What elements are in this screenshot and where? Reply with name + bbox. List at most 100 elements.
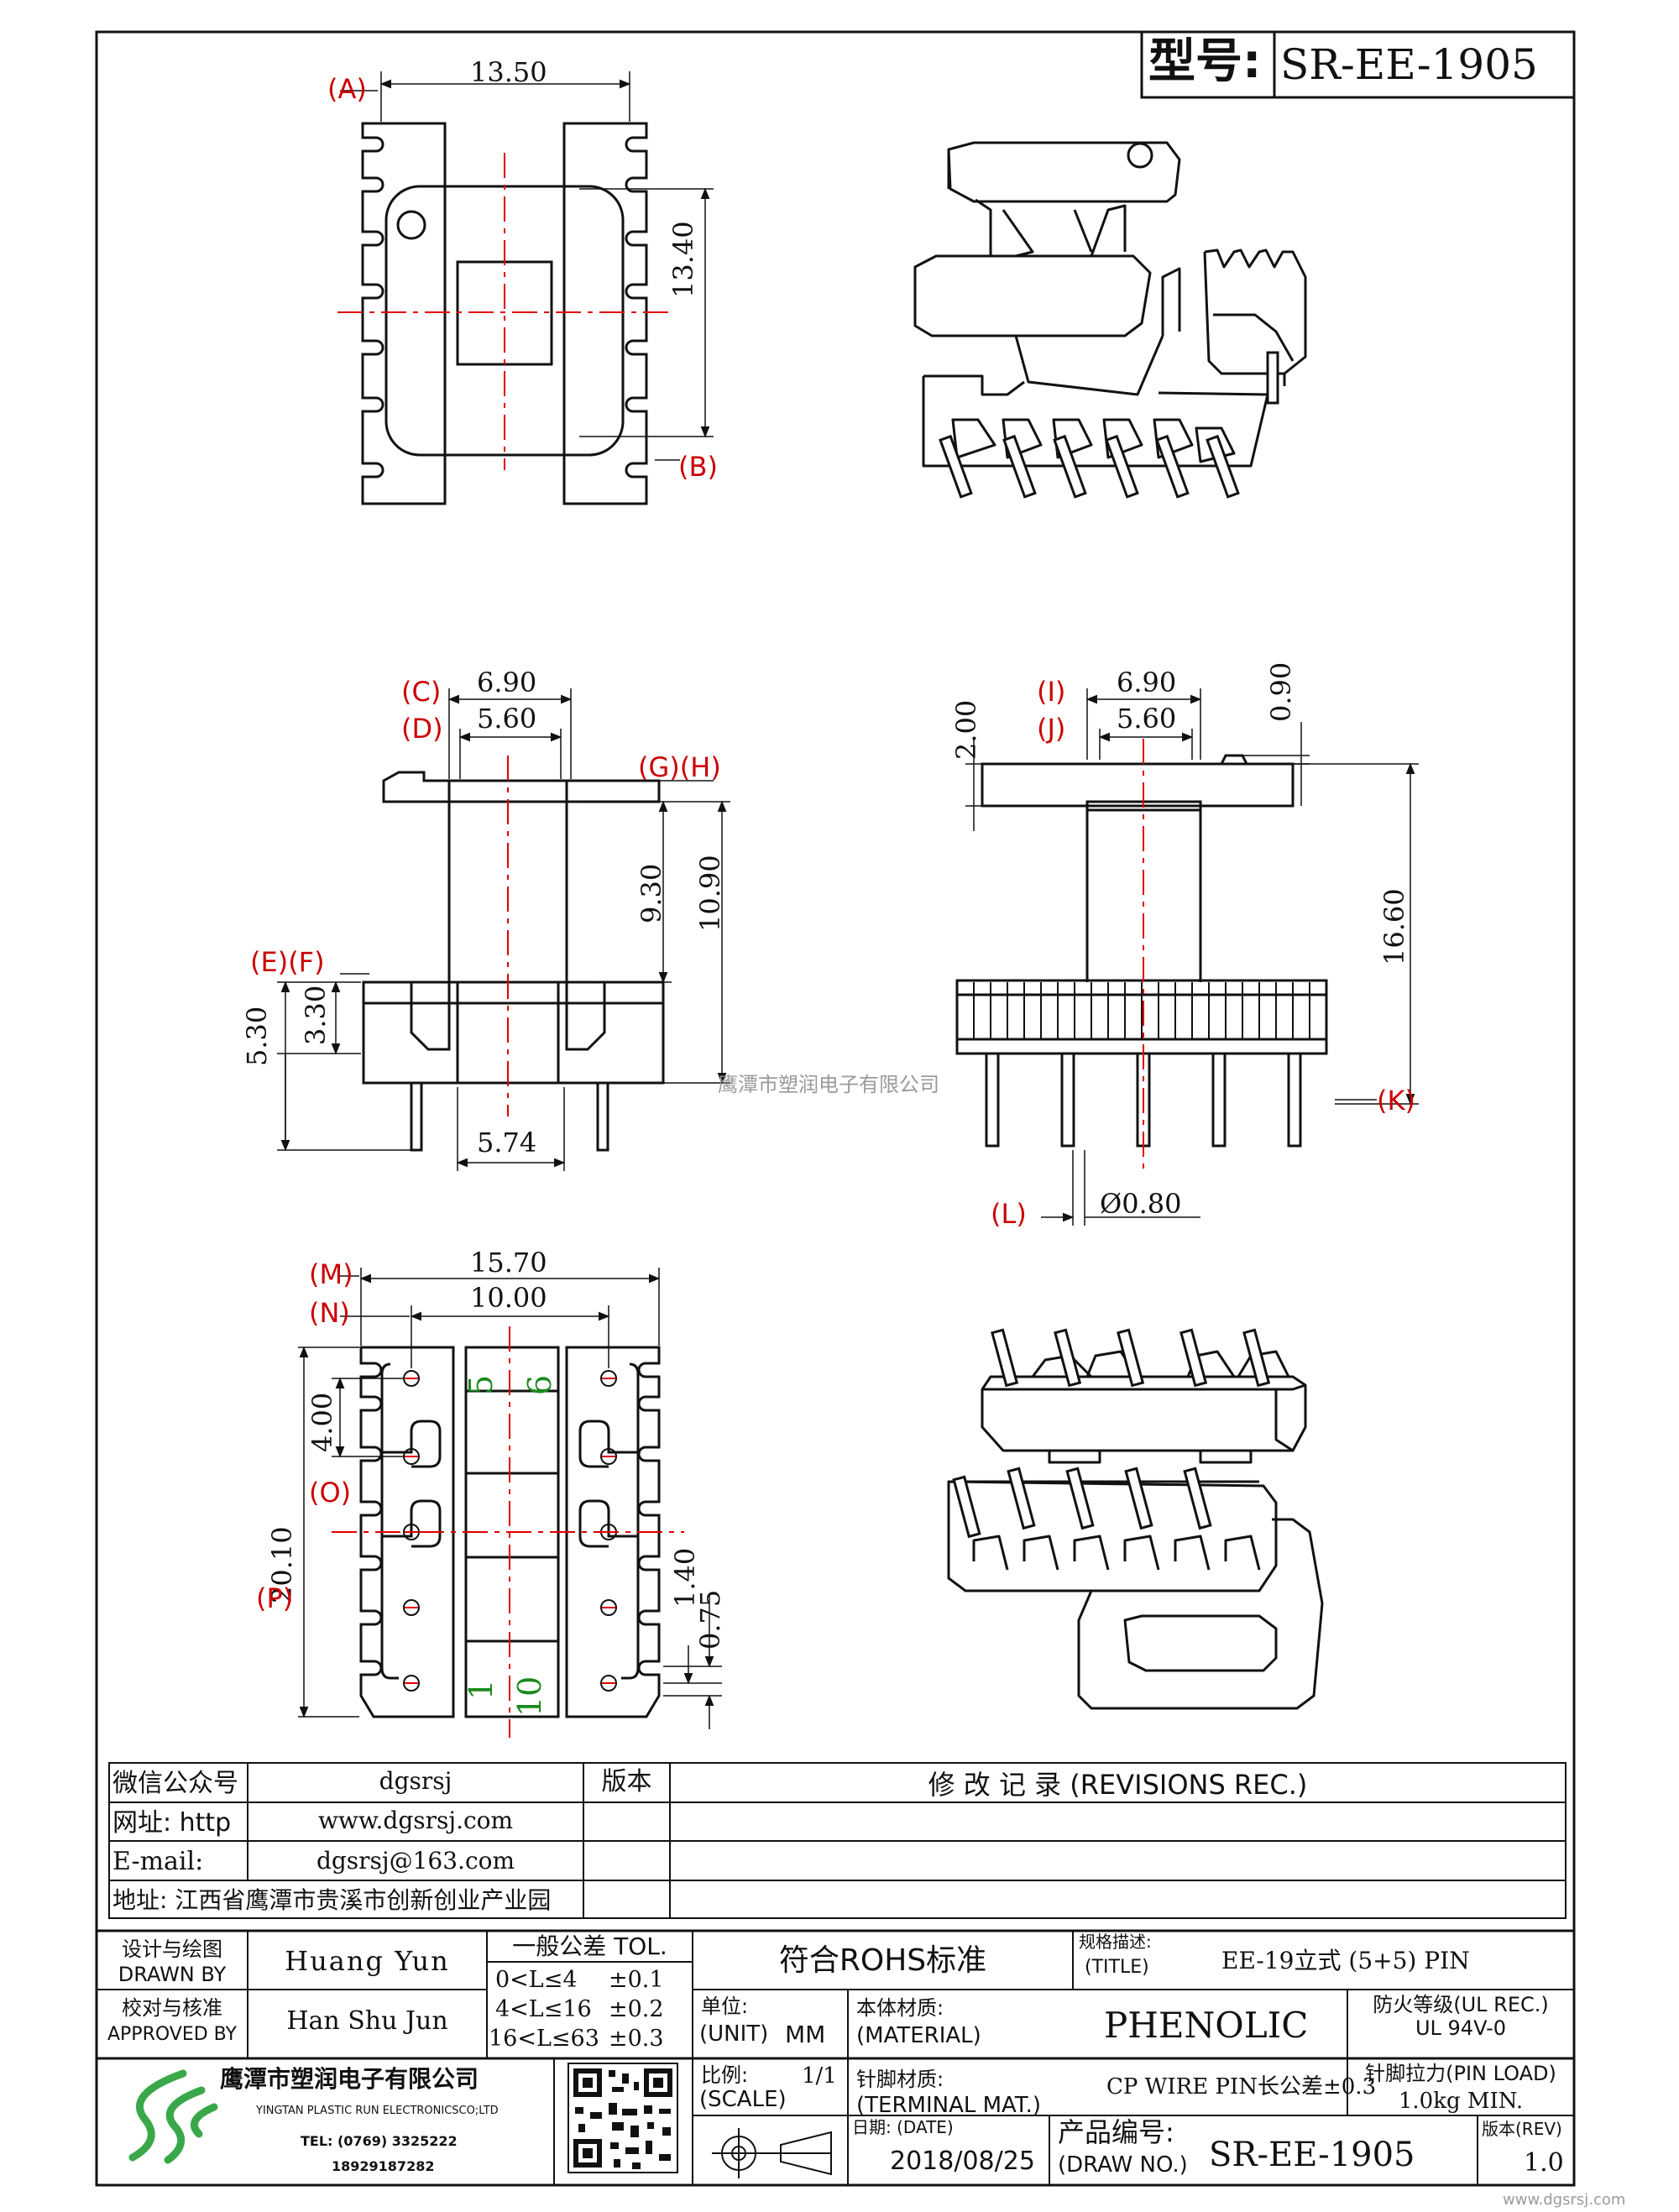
- label-gh: (G)(H): [638, 751, 721, 783]
- qr-code: [568, 2063, 678, 2173]
- material-label-cn: 本体材质:: [856, 1996, 944, 2020]
- approved-name: Han Shu Jun: [286, 2006, 448, 2036]
- email-label: E-mail:: [112, 1847, 204, 1876]
- fire-rating-value: UL 94V-0: [1415, 2016, 1507, 2040]
- pin-load-label: 针脚拉力(PIN LOAD): [1365, 2062, 1556, 2085]
- dim-5-30: 5.30: [241, 1006, 273, 1066]
- dim-13-50: 13.50: [470, 56, 547, 88]
- label-l: (L): [991, 1198, 1027, 1230]
- projection-symbol: [712, 2128, 832, 2178]
- dim-0-90: 0.90: [1265, 662, 1297, 722]
- unit-value: MM: [785, 2021, 826, 2048]
- dim-13-40: 13.40: [667, 221, 699, 298]
- pin-number-6: 6: [521, 1374, 558, 1395]
- label-j: (J): [1037, 713, 1066, 745]
- web-label: 网址: http: [112, 1808, 232, 1838]
- side-view-ribs: [973, 982, 1310, 1039]
- tol-range-2: 4<L≤16: [495, 1996, 592, 2022]
- iso-view-bottom-pins: [952, 1328, 1271, 1539]
- bottom-view-centerlines: [332, 1326, 684, 1738]
- pin-number-1: 1: [463, 1679, 500, 1700]
- unit-label-en: (UNIT): [699, 2021, 769, 2047]
- bottom-view-dims: [298, 1268, 722, 1729]
- drawno-label-en: (DRAW NO.): [1058, 2152, 1188, 2178]
- dim-5-60-front: 5.60: [477, 703, 537, 735]
- date-value: 2018/08/25: [890, 2147, 1035, 2176]
- company-name-en: YINGTAN PLASTIC RUN ELECTRONICSCO;LTD: [256, 2105, 499, 2117]
- scale-label-en: (SCALE): [699, 2087, 787, 2112]
- terminal-label-en: (TERMINAL MAT.): [856, 2093, 1042, 2118]
- title-value: EE-19立式 (5+5) PIN: [1221, 1947, 1470, 1974]
- unit-label-cn: 单位:: [701, 1995, 749, 2018]
- footer-site: www.dgsrsj.com: [1503, 2191, 1626, 2209]
- pin-number-10: 10: [511, 1676, 548, 1717]
- front-view: [362, 771, 665, 1152]
- rev-value: 1.0: [1524, 2148, 1564, 2178]
- tolerance-title: 一般公差 TOL.: [512, 1932, 667, 1960]
- label-p: (P): [256, 1582, 294, 1614]
- title-label-cn: 规格描述:: [1079, 1932, 1152, 1952]
- top-view-dims: [340, 71, 714, 461]
- dim-16-60: 16.60: [1378, 888, 1410, 965]
- dim-0-75: 0.75: [694, 1589, 726, 1650]
- dim-5-60-side: 5.60: [1117, 703, 1177, 735]
- address: 地址: 江西省鹰潭市贵溪市创新创业产业园: [112, 1886, 552, 1914]
- dim-10-00: 10.00: [470, 1282, 547, 1314]
- dim-2-00: 2.00: [950, 699, 982, 760]
- label-b: (B): [678, 451, 718, 483]
- drawno-label-cn: 产品编号:: [1058, 2116, 1174, 2148]
- tol-value-3: ±0.3: [609, 2026, 664, 2052]
- scale-value: 1/1: [802, 2063, 837, 2089]
- label-ef: (E)(F): [250, 946, 325, 978]
- dim-pin-dia: Ø0.80: [1100, 1188, 1182, 1220]
- tol-value-1: ±0.1: [609, 1967, 664, 1993]
- dim-6-90-front: 6.90: [477, 667, 537, 698]
- bottom-view: [359, 1346, 661, 1718]
- title-label-en: (TITLE): [1085, 1957, 1149, 1978]
- front-view-dims: [277, 688, 730, 1171]
- dim-5-74: 5.74: [477, 1127, 537, 1158]
- top-view-centerlines: [337, 153, 672, 470]
- version-label: 版本: [601, 1767, 652, 1796]
- title-block-grid: [95, 1929, 1576, 2187]
- date-label: 日期: (DATE): [852, 2117, 954, 2137]
- company-logo: [128, 2069, 218, 2164]
- dim-4-00: 4.00: [306, 1392, 338, 1452]
- wechat-label: 微信公众号: [112, 1769, 238, 1798]
- label-c: (C): [401, 676, 442, 708]
- drawno-value: SR-EE-1905: [1209, 2136, 1415, 2174]
- drawn-label-en: DRAWN BY: [118, 1963, 227, 1986]
- model-label: 型号:: [1148, 34, 1262, 89]
- dim-15-70: 15.70: [470, 1247, 547, 1279]
- approved-label-cn: 校对与核准: [122, 1996, 222, 2020]
- label-o: (O): [309, 1477, 352, 1509]
- label-n: (N): [309, 1297, 350, 1329]
- watermark: 鹰潭市塑润电子有限公司: [718, 1073, 939, 1096]
- material-label-en: (MATERIAL): [856, 2023, 981, 2048]
- iso-view-top: [913, 141, 1307, 468]
- info-table: [108, 1762, 1567, 1919]
- dim-9-30: 9.30: [636, 863, 667, 923]
- dim-10-90: 10.90: [694, 855, 726, 932]
- tol-range-1: 0<L≤4: [495, 1967, 578, 1993]
- material-value: PHENOLIC: [1104, 2005, 1309, 2046]
- side-view-pins: [985, 1052, 1302, 1148]
- tol-value-2: ±0.2: [609, 1996, 664, 2022]
- company-mobile: 18929187282: [332, 2158, 435, 2174]
- tol-range-3: 16<L≤63: [489, 2026, 599, 2052]
- email-value: dgsrsj@163.com: [316, 1847, 515, 1875]
- iso-view-top-pins: [939, 142, 1279, 499]
- terminal-label-cn: 针脚材质:: [856, 2068, 944, 2091]
- company-name-cn: 鹰潭市塑润电子有限公司: [220, 2065, 479, 2093]
- fire-rating-label: 防火等级(UL REC.): [1373, 1993, 1549, 2016]
- dim-6-90-side: 6.90: [1117, 667, 1177, 698]
- dim-3-30: 3.30: [300, 985, 332, 1045]
- iso-view-bottom: [947, 1350, 1324, 1710]
- approved-label-en: APPROVED BY: [107, 2024, 237, 2045]
- header-box: [1140, 30, 1576, 99]
- company-tel: TEL: (0769) 3325222: [301, 2133, 458, 2149]
- side-view-dims: [965, 688, 1419, 1226]
- model-code: SR-EE-1905: [1280, 40, 1538, 89]
- label-a: (A): [327, 73, 367, 105]
